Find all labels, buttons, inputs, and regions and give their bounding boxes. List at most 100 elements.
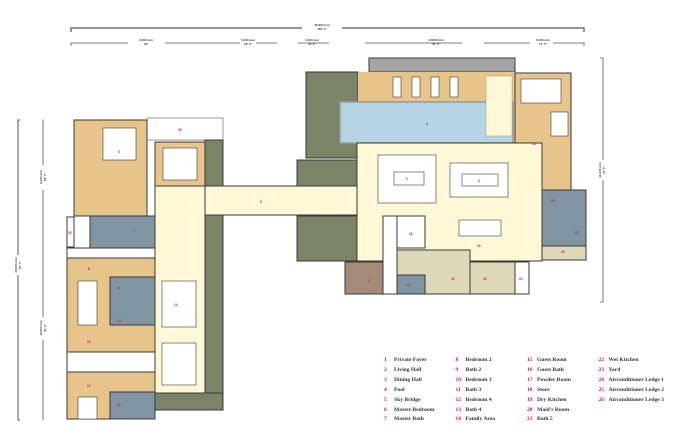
legend-item: 15 Guest Room (527, 357, 567, 363)
legend-number: 19 (527, 396, 533, 403)
legend-item: 17 Powder Room (527, 377, 571, 383)
garden-strip-bottom (154, 392, 224, 411)
legend-number: 4 (384, 386, 387, 393)
legend-label: Wet Kitchen (608, 357, 639, 363)
room-ac-ledge-3 (146, 117, 224, 141)
marker-14: 14 (174, 303, 178, 307)
foyer-closets (382, 215, 398, 295)
dim-seg-3-mm: 3,400 mm (305, 38, 319, 42)
left-seg-1-mm: 8,100 mm (39, 170, 43, 184)
legend-label: Airconditioner Ledge 2 (608, 386, 664, 393)
room-private-foyer (344, 261, 384, 295)
sun-loungers (392, 76, 459, 98)
legend-number: 16 (527, 366, 533, 373)
legend-number: 1 (384, 357, 387, 363)
marker-18: 18 (409, 232, 413, 236)
roof-strip (368, 57, 516, 73)
legend-item: 16 Guest Bath (527, 367, 564, 373)
left-seg-2-mm: 12,600 mm (39, 320, 43, 336)
family-media (161, 342, 197, 386)
legend-label: Bath 4 (465, 406, 482, 413)
room-sky-bridge (204, 185, 358, 216)
dim-seg-3-ft: 11' 2" (308, 42, 316, 46)
legend-number: 3 (384, 376, 387, 383)
legend-number: 14 (455, 416, 462, 423)
master-bed (102, 127, 137, 161)
legend-label: Airconditioner Ledge 3 (608, 396, 664, 403)
legend-label: Guest Room (537, 357, 567, 363)
legend-number: 24 (598, 376, 605, 383)
marker-16: 16 (551, 199, 555, 203)
kitchen-island (458, 219, 502, 237)
marker-2: 2 (406, 177, 408, 181)
room-store (396, 215, 426, 249)
wardrobe-1 (66, 247, 156, 259)
legend-label: Sky Bridge (394, 396, 421, 403)
marker-24: 24 (519, 277, 523, 281)
legend-label: Yard (608, 366, 621, 373)
legend-number: 2 (384, 366, 387, 373)
legend-label: Powder Room (537, 376, 571, 383)
legend-label: Bedroom 4 (465, 396, 492, 403)
legend-label: Master Bath (394, 416, 424, 423)
room-ac-ledge-1 (514, 261, 530, 295)
legend-number: 6 (384, 406, 387, 413)
legend-number: 15 (527, 357, 533, 363)
pool-steps (485, 75, 513, 137)
dim-seg-1-mm: 9,000 mm (139, 38, 153, 42)
bedroom-wing (66, 117, 224, 420)
marker-17: 17 (575, 231, 579, 235)
bed-4 (77, 396, 98, 420)
study-desk (162, 147, 198, 181)
legend-number: 22 (598, 357, 605, 363)
legend-label: Family Area (465, 416, 496, 423)
marker-1: 1 (368, 279, 370, 283)
legend-number: 18 (527, 386, 533, 393)
dimension-lines (17, 27, 604, 421)
legend-number: 25 (598, 386, 605, 393)
marker-13: 13 (117, 403, 121, 407)
marker-6: 6 (118, 150, 120, 154)
dim-seg-1-ft: 30' (144, 42, 148, 46)
marker-21: 21 (407, 283, 411, 287)
legend-label: Master Bedroom (394, 406, 435, 413)
legend-label: Bedroom 2 (465, 357, 492, 363)
legend-number: 11 (455, 386, 461, 393)
room-guest-bath-powder (541, 189, 587, 247)
legend-number: 17 (527, 376, 533, 383)
dim-seg-2-ft: 18' 2" (244, 42, 253, 46)
marker-22: 22 (451, 277, 455, 281)
legend-number: 9 (455, 366, 459, 373)
room-ac-ledge-2 (66, 216, 75, 248)
right-height-mm: 11,400 mm (598, 162, 602, 178)
dim-seg-4-ft: 35' 5" (432, 42, 441, 46)
garden-bridge-upper (296, 159, 358, 187)
room-bath-2-3 (109, 276, 156, 326)
legend-label: Pool (394, 386, 405, 393)
marker-23: 23 (483, 277, 487, 281)
marker-15: 15 (532, 142, 536, 146)
legend-number: 7 (384, 416, 387, 423)
legend-label: Guest Bath (537, 366, 564, 373)
legend-number: 23 (598, 366, 605, 373)
bed-2-3 (77, 280, 98, 326)
marker-19: 19 (477, 244, 481, 248)
left-seg-1-ft: 26' 7" (43, 172, 47, 181)
garden-strip-right (204, 214, 224, 411)
room-master-bath (89, 215, 157, 249)
legend-number: 13 (455, 406, 462, 413)
legend-number: 5 (384, 396, 387, 403)
family-sofa (161, 280, 197, 328)
